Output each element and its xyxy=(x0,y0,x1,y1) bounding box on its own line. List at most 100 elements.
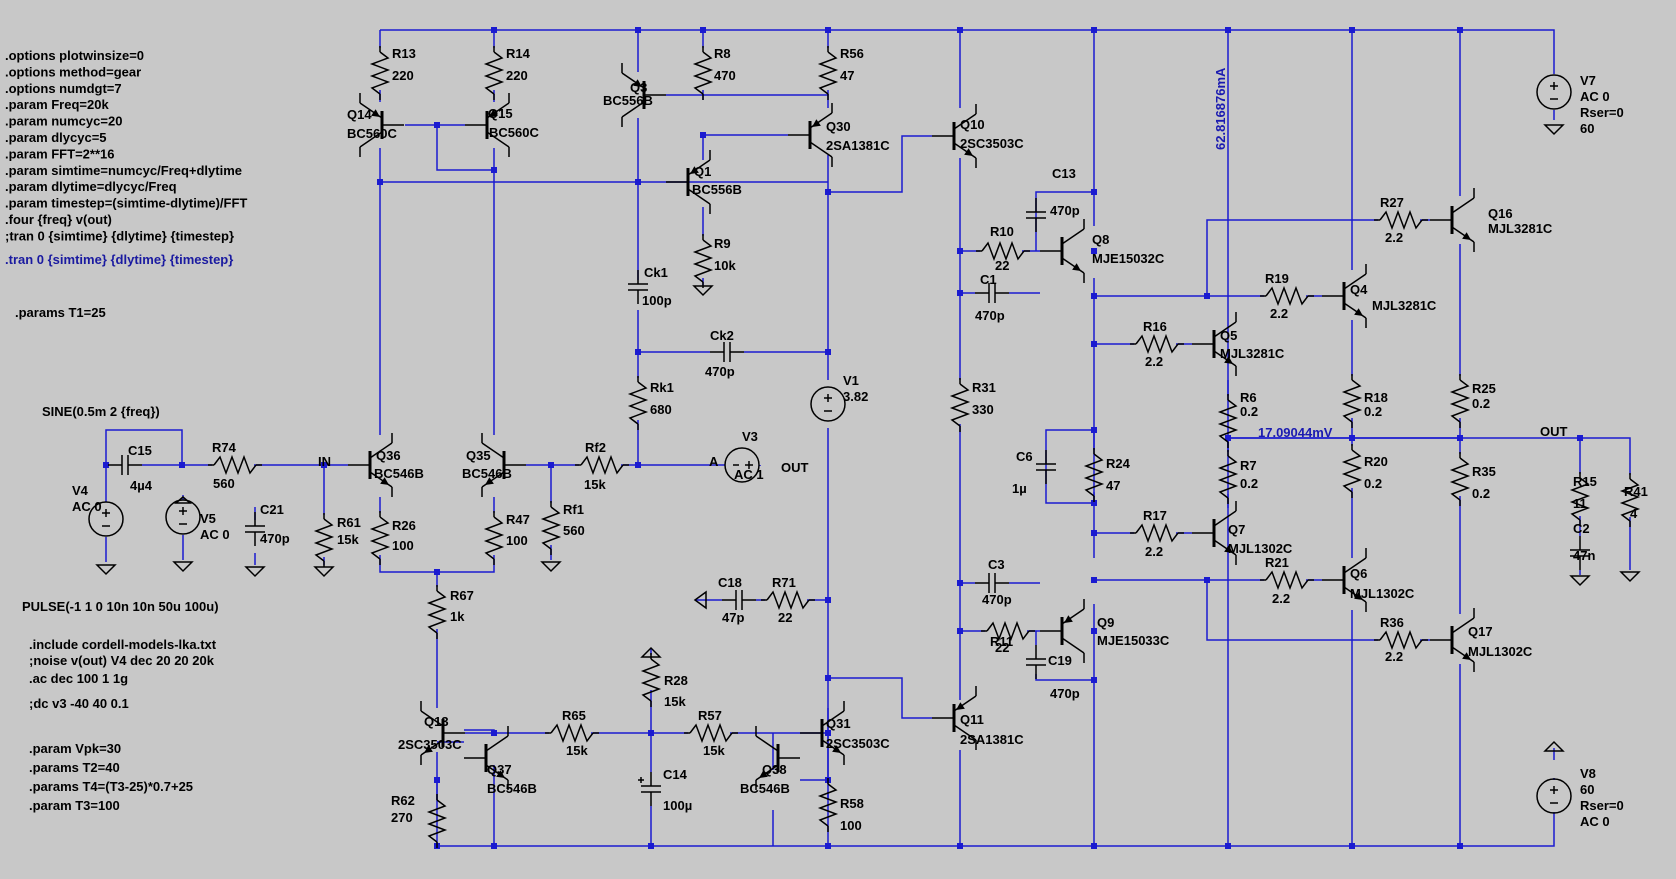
resistor-r58-value: 100 xyxy=(840,818,862,833)
resistor-r10 xyxy=(976,240,1030,262)
spice-directive: .param FFT=2**16 xyxy=(5,146,114,161)
transistor-q15-name: Q15 xyxy=(488,106,513,121)
resistor-r61 xyxy=(313,513,335,567)
capacitor-c21-value: 470p xyxy=(260,531,290,546)
transistor-q3-name: Q3 xyxy=(630,80,647,95)
pulse-source-spec: PULSE(-1 1 0 10n 10n 50u 100u) xyxy=(22,599,219,614)
junction-dot xyxy=(1091,427,1097,433)
junction-dot xyxy=(700,27,706,33)
spice-directive: .four {freq} v(out) xyxy=(5,212,112,227)
resistor-r21-name: R21 xyxy=(1265,555,1289,570)
resistor-rk1-name: Rk1 xyxy=(650,380,674,395)
resistor-r67-value: 1k xyxy=(450,609,465,624)
junction-dot xyxy=(825,27,831,33)
junction-dot xyxy=(434,569,440,575)
junction-dot xyxy=(635,179,641,185)
transistor-q11 xyxy=(932,686,977,750)
junction-dot xyxy=(825,730,831,736)
junction-dot xyxy=(1091,677,1097,683)
resistor-r28-value: 15k xyxy=(664,694,686,709)
transistor-q7 xyxy=(1192,501,1237,565)
resistor-r15-value: 11 xyxy=(1573,496,1587,511)
ground-arrow-left xyxy=(693,590,707,610)
net-label-out: OUT xyxy=(1540,424,1568,439)
resistor-r19-value: 2.2 xyxy=(1270,306,1288,321)
source-v8-line: Rser=0 xyxy=(1580,798,1624,813)
resistor-r8-value: 470 xyxy=(714,68,736,83)
wire xyxy=(1580,437,1631,475)
resistor-r67-name: R67 xyxy=(450,588,474,603)
resistor-r57-value: 15k xyxy=(703,743,725,758)
resistor-r74 xyxy=(208,454,262,476)
spice-directive: .ac dec 100 1 1g xyxy=(29,671,128,686)
transistor-q6-model: MJL1302C xyxy=(1350,586,1415,601)
resistor-r25-value: 0.2 xyxy=(1472,396,1490,411)
spice-directive: .include cordell-models-lka.txt xyxy=(29,637,217,652)
transistor-q16-model: MJL3281C xyxy=(1488,221,1553,236)
transistor-q8-name: Q8 xyxy=(1092,232,1109,247)
capacitor-c6 xyxy=(1036,450,1056,484)
resistor-r25-name: R25 xyxy=(1472,381,1496,396)
capacitor-ck1-value: 100p xyxy=(642,293,672,308)
junction-dot xyxy=(1225,843,1231,849)
capacitor-c14-name: C14 xyxy=(663,767,688,782)
capacitor-ck1-name: Ck1 xyxy=(644,265,668,280)
junction-dot xyxy=(825,597,831,603)
resistor-rf2-value: 15k xyxy=(584,477,606,492)
capacitor-c14-value: 100µ xyxy=(663,798,692,813)
resistor-r27-name: R27 xyxy=(1380,195,1404,210)
transistor-q3 xyxy=(621,63,666,127)
transistor-q10 xyxy=(932,104,977,168)
resistor-r62 xyxy=(426,794,448,848)
junction-dot xyxy=(957,290,963,296)
resistor-r17-name: R17 xyxy=(1143,508,1167,523)
resistor-r71-name: R71 xyxy=(772,575,796,590)
net-label-in: IN xyxy=(318,454,331,469)
junction-dot xyxy=(491,843,497,849)
transistor-q1 xyxy=(666,150,711,214)
junction-dot xyxy=(957,580,963,586)
resistor-r41 xyxy=(1619,473,1641,527)
junction-dot xyxy=(1577,435,1583,441)
junction-dot xyxy=(434,777,440,783)
resistor-r71-value: 22 xyxy=(778,610,792,625)
capacitor-c13 xyxy=(1026,198,1046,232)
source-v8-line: 60 xyxy=(1580,782,1594,797)
transistor-q35-model: BC546B xyxy=(462,466,512,481)
spice-directive: .param timestep=(simtime-dlytime)/FFT xyxy=(5,196,247,211)
transistor-q31-name: Q31 xyxy=(826,716,851,731)
capacitor-c19-name: C19 xyxy=(1048,653,1072,668)
net-label-a: A xyxy=(709,454,719,469)
resistor-r41-name: R41 xyxy=(1624,484,1648,499)
junction-dot xyxy=(957,628,963,634)
junction-dot xyxy=(1091,628,1097,634)
capacitor-c2-name: C2 xyxy=(1573,521,1590,536)
source-v8 xyxy=(1536,778,1572,814)
transistor-q36-name: Q36 xyxy=(376,448,401,463)
resistor-r16-value: 2.2 xyxy=(1145,354,1163,369)
ground-symbol xyxy=(313,566,335,578)
resistor-r65-name: R65 xyxy=(562,708,586,723)
resistor-r20-name: R20 xyxy=(1364,454,1388,469)
source-v3-name: V3 xyxy=(742,429,758,444)
transistor-q37-model: BC546B xyxy=(487,781,537,796)
junction-dot xyxy=(957,27,963,33)
transistor-q30 xyxy=(788,103,833,167)
v5-terminal xyxy=(173,496,193,504)
capacitor-c15-name: C15 xyxy=(128,443,152,458)
junction-dot xyxy=(635,462,641,468)
junction-dot xyxy=(1091,577,1097,583)
resistor-r58-name: R58 xyxy=(840,796,864,811)
capacitor-c19-value: 470p xyxy=(1050,686,1080,701)
supply-arrow xyxy=(1543,740,1565,752)
resistor-r24-value: 47 xyxy=(1106,478,1120,493)
transistor-q9-model: MJE15033C xyxy=(1097,633,1170,648)
spice-directive: .param Vpk=30 xyxy=(29,741,121,756)
junction-dot xyxy=(825,843,831,849)
components xyxy=(88,46,1641,848)
capacitor-ck2-name: Ck2 xyxy=(710,328,734,343)
transistor-q37 xyxy=(464,726,509,790)
transistor-q14-name: Q14 xyxy=(347,107,372,122)
transistor-q36-model: BC546B xyxy=(374,466,424,481)
junction-dot xyxy=(1091,843,1097,849)
